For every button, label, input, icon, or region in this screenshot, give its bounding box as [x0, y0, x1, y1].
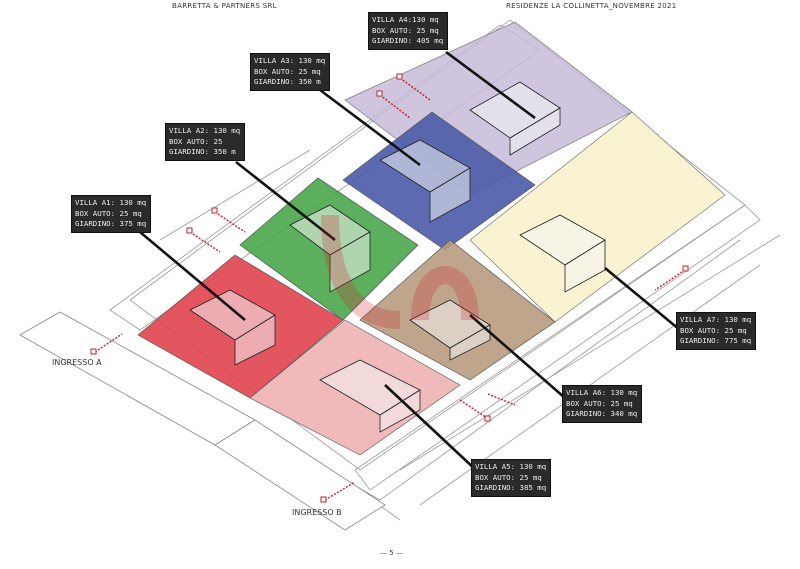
villa-label-a4: VILLA A4:130 mq BOX AUTO: 25 mq GIARDINO…: [368, 12, 449, 50]
watermark-logo: [321, 214, 479, 329]
villa-label-box: BOX AUTO: 25 mq: [75, 208, 142, 218]
entrance-arrows: [94, 77, 686, 501]
villa-label-a7: VILLA A7: 130 mq BOX AUTO: 25 mq GIARDIN…: [676, 312, 757, 350]
villa-label-a1: VILLA A1: 130 mq BOX AUTO: 25 mq GIARDIN…: [71, 195, 152, 233]
villa-label-garden: GIARDINO: 405 mq: [372, 36, 444, 46]
villa-label-box: BOX AUTO: 25 mq: [680, 325, 747, 335]
villa-label-title: VILLA A1: 130 mq: [75, 198, 147, 207]
villa-label-title: VILLA A5: 130 mq: [475, 462, 547, 471]
villa-label-garden: GIARDINO: 350 m: [254, 77, 321, 87]
entrance-a-label: INGRESSO A: [52, 358, 102, 367]
villa-label-box: BOX AUTO: 25 mq: [475, 472, 542, 482]
villa-label-a2: VILLA A2: 130 mq BOX AUTO: 25 GIARDINO: …: [165, 123, 246, 161]
company-name: BARRETTA & PARTNERS SRL: [172, 2, 277, 10]
villa-label-box: BOX AUTO: 25 mq: [372, 25, 439, 35]
entrance-roads: [19, 311, 386, 531]
lot-villa-a7: [469, 111, 726, 323]
leader-lines: [139, 50, 681, 471]
villa-label-garden: GIARDINO: 385 mq: [475, 483, 547, 493]
villa-label-box: BOX AUTO: 25 mq: [566, 398, 633, 408]
villa-label-title: VILLA A6: 130 mq: [566, 388, 638, 397]
villa-label-title: VILLA A2: 130 mq: [169, 126, 241, 135]
villa-label-garden: GIARDINO: 350 m: [169, 147, 236, 157]
project-title: RESIDENZE LA COLLINETTA_NOVEMBRE 2021: [506, 2, 677, 10]
villa-label-title: VILLA A7: 130 mq: [680, 315, 752, 324]
page-number: — 5 —: [380, 549, 403, 557]
entrance-arrow-heads: [90, 73, 689, 503]
villa-label-title: VILLA A4:130 mq: [372, 15, 439, 24]
villa-label-garden: GIARDINO: 375 mq: [75, 219, 147, 229]
villa-label-box: BOX AUTO: 25: [169, 136, 223, 146]
villa-label-title: VILLA A3: 130 mq: [254, 56, 326, 65]
villa-label-a5: VILLA A5: 130 mq BOX AUTO: 25 mq GIARDIN…: [471, 459, 552, 497]
villa-label-a6: VILLA A6: 130 mq BOX AUTO: 25 mq GIARDIN…: [562, 385, 643, 423]
villa-label-garden: GIARDINO: 340 mq: [566, 409, 638, 419]
villa-label-a3: VILLA A3: 130 mq BOX AUTO: 25 mq GIARDIN…: [250, 53, 331, 91]
villa-buildings: [189, 81, 606, 433]
villa-label-box: BOX AUTO: 25 mq: [254, 66, 321, 76]
villa-label-garden: GIARDINO: 775 mq: [680, 336, 752, 346]
entrance-b-label: INGRESSO B: [292, 508, 342, 517]
